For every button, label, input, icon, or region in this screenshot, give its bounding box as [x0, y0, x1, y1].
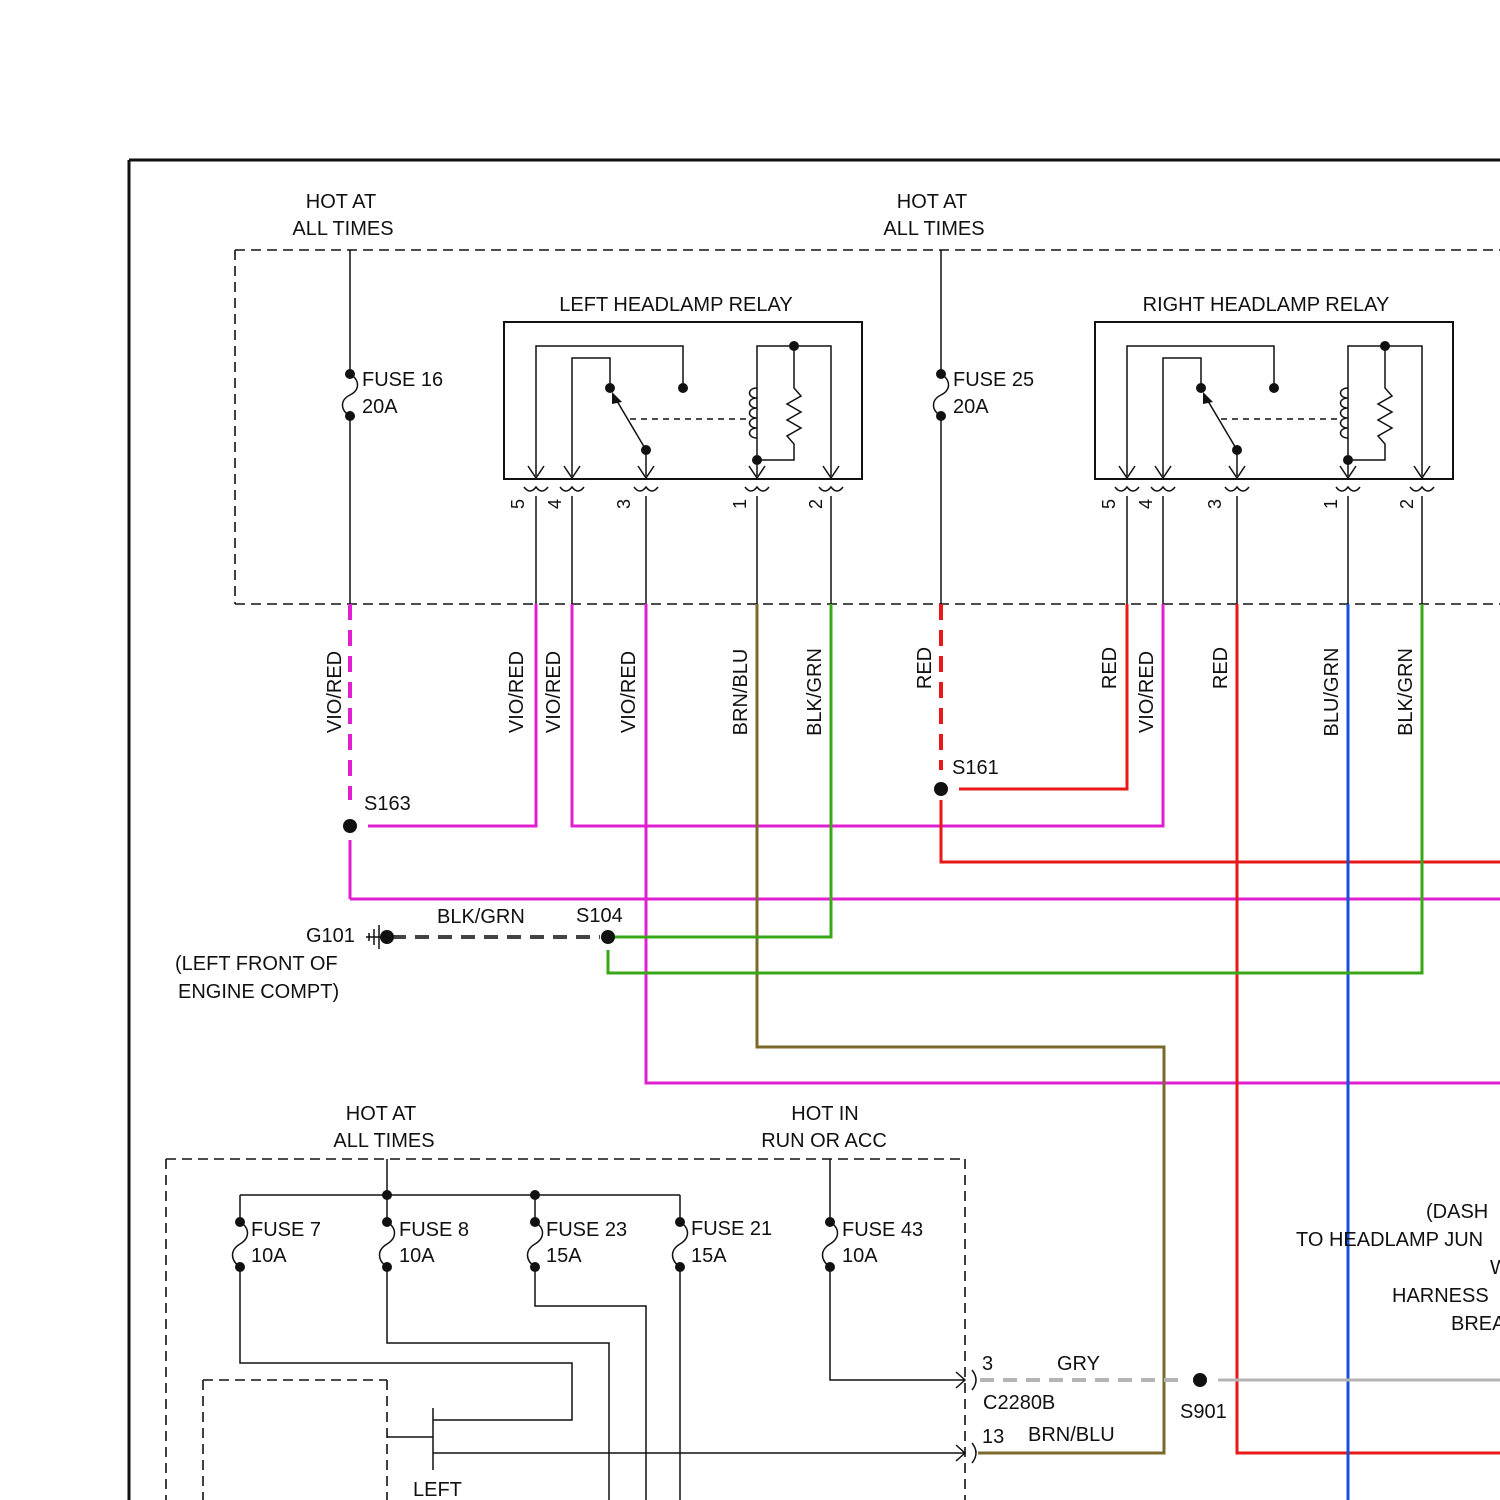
- left-relay-pin-1: 1: [730, 499, 750, 509]
- wire-blk-grn-pin2-left: [610, 604, 831, 937]
- splice-s901-dot: [1193, 1373, 1207, 1387]
- right-headlamp-relay: [1095, 322, 1453, 491]
- ground-g101-symbol: [366, 925, 394, 949]
- wire-label-blk-grn-2: BLK/GRN: [1395, 648, 1417, 736]
- connector-name: C2280B: [983, 1392, 1055, 1414]
- right-relay-pin-4: 4: [1136, 499, 1156, 509]
- wire-label-red-3: RED: [1210, 647, 1232, 689]
- fuse-7-label: FUSE 7: [251, 1219, 321, 1241]
- hot-label-upper-right-line2: ALL TIMES: [883, 218, 984, 240]
- splice-s161-dot: [934, 782, 948, 796]
- fuse-23-label: FUSE 23: [546, 1219, 627, 1241]
- wire-label-vio-red-5: VIO/RED: [1136, 651, 1158, 733]
- hot-label-lower-right-line2: RUN OR ACC: [761, 1130, 887, 1152]
- right-relay-pin-5: 5: [1099, 499, 1119, 509]
- hot-label-upper-left-line2: ALL TIMES: [292, 218, 393, 240]
- fuse-25: [934, 250, 949, 604]
- splice-s104-dot: [601, 930, 615, 944]
- hot-label-lower-left-line1: HOT AT: [346, 1103, 416, 1125]
- wire-label-ground-blk-grn: BLK/GRN: [437, 906, 525, 928]
- fuse-43-rating: 10A: [842, 1245, 878, 1267]
- fuse-43-label: FUSE 43: [842, 1219, 923, 1241]
- lower-bus-wiring: [240, 1159, 976, 1500]
- left-switch-label: LEFT: [413, 1479, 462, 1500]
- fuse-8-label: FUSE 8: [399, 1219, 469, 1241]
- right-relay-pin-2: 2: [1397, 499, 1417, 509]
- ground-location-line2: ENGINE COMPT): [178, 981, 339, 1003]
- wire-label-red-2: RED: [1099, 647, 1121, 689]
- wire-vio-red-pin3-left: [646, 604, 1500, 1083]
- note-line-2: TO HEADLAMP JUN: [1296, 1229, 1483, 1251]
- splice-s901-label: S901: [1180, 1401, 1227, 1423]
- fuse-8-rating: 10A: [399, 1245, 435, 1267]
- fuse-16-rating: 20A: [362, 396, 398, 418]
- left-relay-pin-3: 3: [614, 499, 634, 509]
- fuse-21-rating: 15A: [691, 1245, 727, 1267]
- right-relay-pin-1: 1: [1321, 499, 1341, 509]
- ground-g101-label: G101: [306, 925, 355, 947]
- ground-location-line1: (LEFT FRONT OF: [175, 953, 338, 975]
- fuse-16: [343, 250, 358, 604]
- note-line-1: (DASH: [1426, 1201, 1488, 1223]
- wire-label-brn-blu-lower: BRN/BLU: [1028, 1424, 1115, 1446]
- wire-label-brn-blu: BRN/BLU: [730, 649, 752, 736]
- outer-frame: [129, 160, 1500, 1500]
- wire-label-vio-red-2: VIO/RED: [506, 651, 528, 733]
- wire-label-vio-red-1: VIO/RED: [324, 651, 346, 733]
- wire-vio-red-pin4-left: [572, 604, 1163, 826]
- fuse-16-label: FUSE 16: [362, 369, 443, 391]
- wire-label-vio-red-4: VIO/RED: [618, 651, 640, 733]
- right-relay-title: RIGHT HEADLAMP RELAY: [1143, 294, 1390, 316]
- splice-s163-label: S163: [364, 793, 411, 815]
- connector-pin-13: 13: [982, 1426, 1004, 1448]
- hot-label-upper-left-line1: HOT AT: [306, 191, 376, 213]
- connector-pin-3: 3: [982, 1353, 993, 1375]
- wire-label-vio-red-3: VIO/RED: [543, 651, 565, 733]
- wire-label-gry: GRY: [1057, 1353, 1100, 1375]
- fuse-7-rating: 10A: [251, 1245, 287, 1267]
- right-relay-pin-3: 3: [1205, 499, 1225, 509]
- fuse-25-label: FUSE 25: [953, 369, 1034, 391]
- fuse-25-rating: 20A: [953, 396, 989, 418]
- fuse-23-rating: 15A: [546, 1245, 582, 1267]
- lower-fuse-box: [166, 1159, 965, 1500]
- wire-label-red-1: RED: [914, 647, 936, 689]
- splice-s104-label: S104: [576, 905, 623, 927]
- splice-s161-label: S161: [952, 757, 999, 779]
- left-relay-pin-4: 4: [545, 499, 565, 509]
- note-line-5: BREA: [1451, 1313, 1500, 1335]
- left-relay-pin-2: 2: [806, 499, 826, 509]
- splice-s163-dot: [343, 819, 357, 833]
- left-headlamp-relay: [504, 322, 862, 491]
- hot-label-lower-left-line2: ALL TIMES: [333, 1130, 434, 1152]
- note-line-3: W: [1490, 1257, 1500, 1279]
- left-relay-title: LEFT HEADLAMP RELAY: [559, 294, 792, 316]
- hot-label-upper-right-line1: HOT AT: [897, 191, 967, 213]
- left-relay-pin-5: 5: [508, 499, 528, 509]
- wire-label-blk-grn-1: BLK/GRN: [804, 648, 826, 736]
- relay-leads: [536, 496, 1422, 604]
- fuse-21-label: FUSE 21: [691, 1218, 772, 1240]
- hot-label-lower-right-line1: HOT IN: [791, 1103, 858, 1125]
- wire-label-blu-grn: BLU/GRN: [1321, 648, 1343, 737]
- note-line-4: HARNESS: [1392, 1285, 1489, 1307]
